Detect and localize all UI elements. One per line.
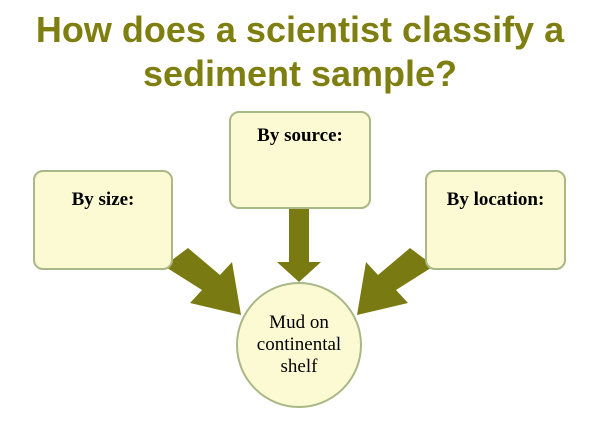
- classify-by-location-label: By location:: [446, 189, 545, 210]
- sample-line-3: shelf: [280, 356, 318, 377]
- arrow-location-to-center: [357, 248, 434, 315]
- arrow-source-to-center: [277, 209, 321, 282]
- title-line-2: sediment sample?: [142, 53, 458, 94]
- classify-by-location-box: By location:: [425, 170, 566, 270]
- sediment-sample-label: Mud on continental shelf: [244, 312, 354, 378]
- slide-title: How does a scientist classify a sediment…: [0, 8, 600, 96]
- classify-by-source-box: By source:: [229, 111, 371, 209]
- sample-line-2: continental: [256, 334, 342, 355]
- classify-by-source-label: By source:: [257, 125, 343, 146]
- sediment-sample-circle: Mud on continental shelf: [236, 282, 362, 408]
- classify-by-size-box: By size:: [33, 170, 173, 270]
- title-line-1: How does a scientist classify a: [35, 9, 565, 50]
- arrow-size-to-center: [164, 248, 241, 315]
- classify-by-size-label: By size:: [71, 189, 135, 210]
- sample-line-1: Mud on: [269, 312, 329, 333]
